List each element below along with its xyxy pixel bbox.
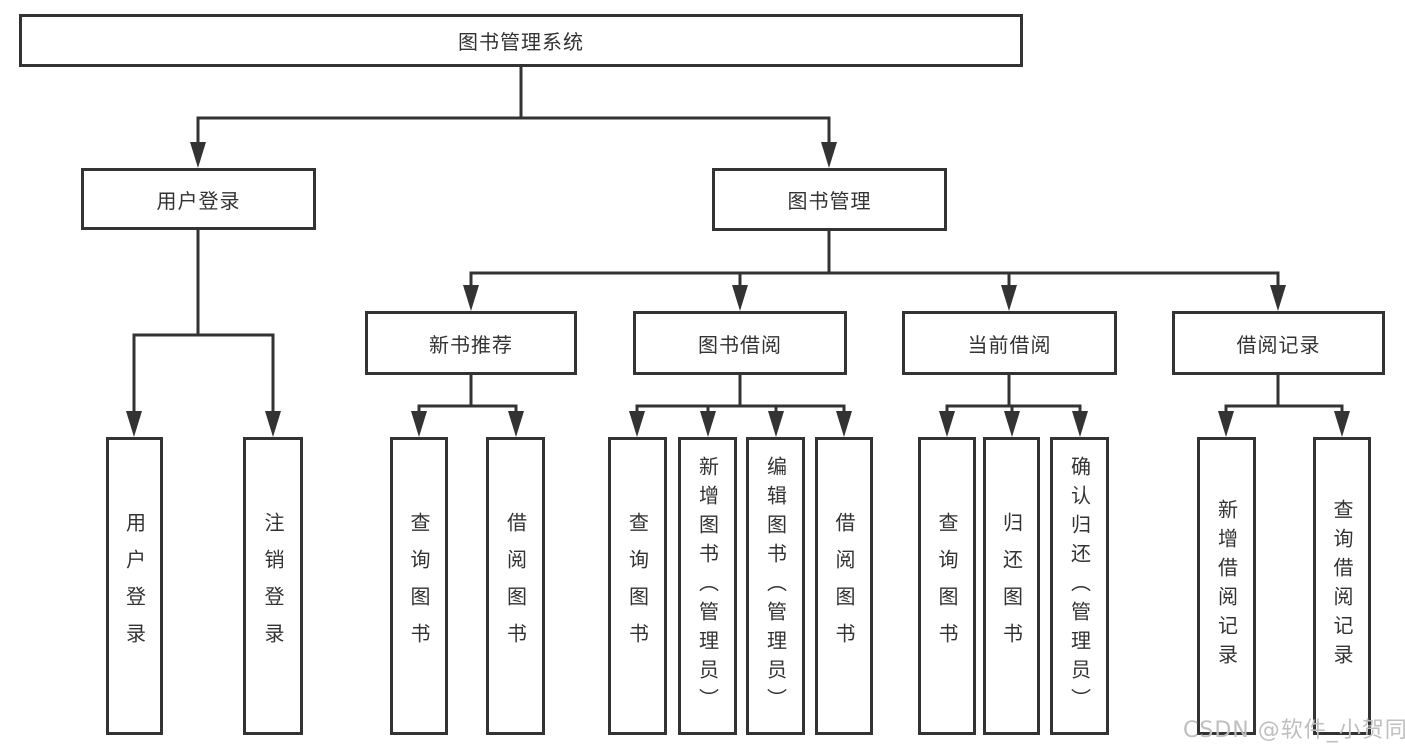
node-book-management-label: 图书管理 (787, 189, 872, 213)
node-root: 图书管理系统 (19, 14, 1023, 67)
node-borrow-records: 借阅记录 (1172, 311, 1385, 375)
leaf-edit-book: 编辑图书（管理员） (746, 437, 805, 735)
node-current-borrow-label: 当前借阅 (967, 332, 1052, 357)
leaf-query-book-bb-label: 查询图书 (625, 512, 650, 660)
node-book-management: 图书管理 (712, 168, 947, 231)
leaf-return-book-label: 归还图书 (999, 512, 1024, 660)
leaf-add-book-label: 新增图书（管理员） (695, 455, 720, 717)
leaf-add-book: 新增图书（管理员） (678, 437, 737, 735)
node-book-borrow: 图书借阅 (633, 311, 847, 375)
leaf-borrow-book-bb: 借阅图书 (815, 437, 873, 735)
leaf-logout: 注销登录 (243, 437, 303, 735)
leaf-user-login: 用户登录 (106, 437, 163, 735)
csdn-watermark: CSDN @软件_小贺同学 (1183, 718, 1405, 743)
leaf-query-book-nb: 查询图书 (390, 437, 448, 735)
node-new-book-recommend-label: 新书推荐 (429, 332, 513, 357)
leaf-query-book-cb: 查询图书 (918, 437, 976, 735)
leaf-query-record: 查询借阅记录 (1313, 437, 1371, 735)
leaf-add-record: 新增借阅记录 (1197, 437, 1256, 735)
leaf-query-book-nb-label: 查询图书 (407, 512, 431, 660)
node-user-login-label: 用户登录 (156, 188, 241, 213)
node-user-login: 用户登录 (81, 168, 316, 230)
node-current-borrow: 当前借阅 (902, 311, 1117, 375)
leaf-query-book-cb-label: 查询图书 (935, 512, 959, 660)
leaf-confirm-return: 确认归还（管理员） (1050, 437, 1109, 735)
arrowheads (126, 142, 1350, 437)
leaf-borrow-book-nb-label: 借阅图书 (503, 512, 528, 660)
leaf-add-record-label: 新增借阅记录 (1214, 499, 1239, 673)
leaf-borrow-book-bb-label: 借阅图书 (832, 512, 856, 660)
leaf-edit-book-label: 编辑图书（管理员） (763, 455, 788, 717)
leaf-confirm-return-label: 确认归还（管理员） (1067, 455, 1092, 717)
leaf-user-login-label: 用户登录 (122, 512, 147, 660)
leaf-borrow-book-nb: 借阅图书 (486, 437, 545, 735)
node-borrow-records-label: 借阅记录 (1236, 332, 1321, 357)
leaf-logout-label: 注销登录 (261, 512, 285, 660)
leaf-query-record-label: 查询借阅记录 (1330, 499, 1354, 673)
node-new-book-recommend: 新书推荐 (365, 311, 577, 375)
node-root-label: 图书管理系统 (458, 30, 584, 54)
leaf-query-book-bb: 查询图书 (608, 437, 667, 735)
node-book-borrow-label: 图书借阅 (698, 332, 782, 357)
leaf-return-book: 归还图书 (983, 437, 1040, 735)
